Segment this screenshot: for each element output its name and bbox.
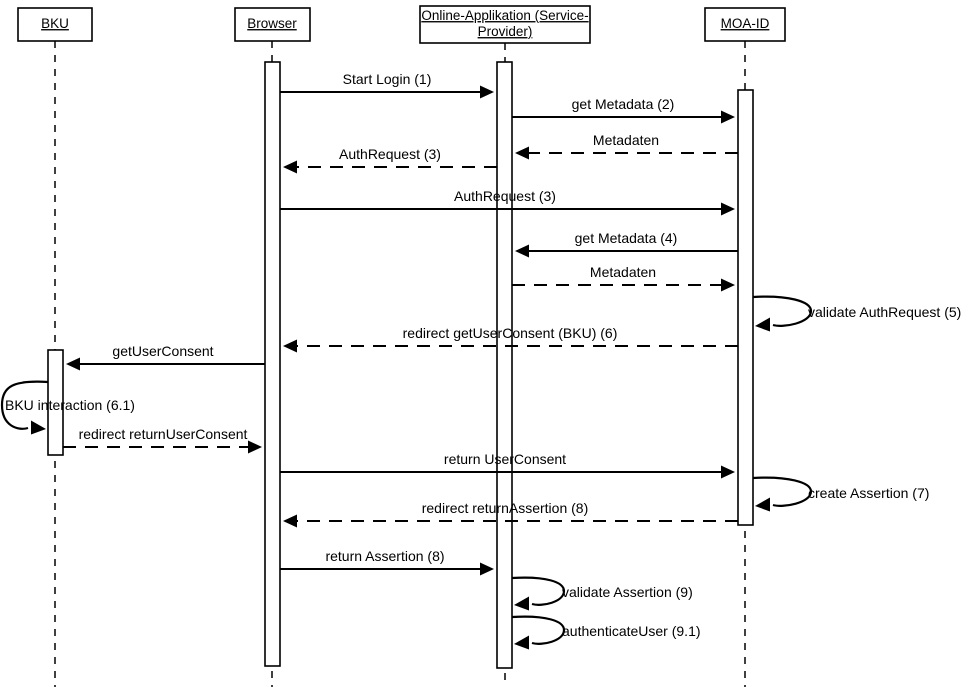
lifeline-header-moa_id[interactable]: MOA-ID — [704, 7, 786, 42]
arrow-head — [721, 202, 735, 216]
self-message-label: create Assertion (7) — [808, 485, 929, 501]
lifeline-headers-layer: BKU Browser Online-Applikation (Service-Pr… — [17, 5, 786, 44]
message-label: Metadaten — [590, 264, 656, 280]
arrow-head — [755, 317, 770, 332]
message-m6: get Metadata (4) — [515, 230, 738, 258]
message-m1: Start Login (1) — [280, 71, 494, 99]
arrow-head — [515, 244, 529, 258]
arrow-head — [66, 357, 80, 371]
message-label: AuthRequest (3) — [339, 146, 441, 162]
message-m9: getUserConsent — [66, 343, 265, 371]
self-messages-layer: validate AuthRequest (5) BKU interaction … — [0, 295, 961, 650]
message-m12: redirect returnAssertion (8) — [283, 500, 738, 528]
activation-rect — [264, 61, 281, 667]
arrow-head — [514, 635, 529, 650]
message-label: return Assertion (8) — [325, 548, 444, 564]
lifeline-header-label: MOA-ID — [721, 16, 770, 31]
activation-rect — [496, 61, 513, 669]
self-message-loop — [511, 576, 566, 606]
message-label: getUserConsent — [112, 343, 213, 359]
message-label: return UserConsent — [444, 451, 566, 467]
activation-rect — [737, 89, 754, 526]
lifeline-header-browser[interactable]: Browser — [234, 7, 311, 42]
lifeline-header-label: BKU — [41, 16, 69, 31]
message-m7: Metadaten — [512, 264, 735, 292]
self-message-s4: validate Assertion (9) — [511, 576, 693, 611]
message-label: redirect getUserConsent (BKU) (6) — [403, 325, 618, 341]
lifeline-header-box — [17, 7, 93, 42]
message-m13: return Assertion (8) — [280, 548, 494, 576]
message-m4: AuthRequest (3) — [283, 146, 497, 174]
self-message-label: BKU interaction (6.1) — [5, 397, 135, 413]
lifeline-header-box — [419, 5, 591, 44]
lifeline-header-bku[interactable]: BKU — [17, 7, 93, 42]
self-message-s1: validate AuthRequest (5) — [752, 295, 961, 332]
lifeline-header-label: Online-Applikation (Service- — [421, 8, 588, 23]
message-m3: Metadaten — [515, 132, 738, 160]
self-message-loop — [752, 476, 813, 507]
arrow-head — [283, 160, 297, 174]
self-message-s2: BKU interaction (6.1) — [0, 380, 135, 435]
message-label: AuthRequest (3) — [454, 188, 556, 204]
self-message-loop — [752, 295, 813, 327]
message-label: redirect returnAssertion (8) — [422, 500, 589, 516]
arrow-head — [721, 110, 735, 124]
message-label: Start Login (1) — [343, 71, 432, 87]
message-label: get Metadata (4) — [575, 230, 678, 246]
self-message-label: validate AuthRequest (5) — [808, 304, 961, 320]
arrow-head — [514, 596, 529, 611]
self-message-label: authenticateUser (9.1) — [562, 623, 701, 639]
arrow-head — [283, 339, 297, 353]
message-m11: return UserConsent — [280, 451, 735, 479]
lifeline-header-online_applikation[interactable]: Online-Applikation (Service-Provider) — [419, 5, 591, 44]
message-label: redirect returnUserConsent — [79, 426, 248, 442]
arrow-head — [721, 278, 735, 292]
activation-bar-bku — [47, 349, 64, 456]
arrow-head — [515, 146, 529, 160]
message-m2: get Metadata (2) — [512, 96, 735, 124]
message-m8: redirect getUserConsent (BKU) (6) — [283, 325, 738, 353]
self-message-loop — [511, 615, 566, 645]
arrow-head — [248, 440, 262, 454]
self-message-s3: create Assertion (7) — [752, 476, 929, 512]
lifeline-header-label: Browser — [247, 16, 297, 31]
self-message-loop — [0, 380, 49, 430]
lifeline-header-label: Provider) — [478, 24, 533, 39]
messages-layer: Start Login (1) get Metadata (2) Metadaten… — [63, 71, 738, 576]
activation-rect — [47, 349, 64, 456]
activation-bar-online_applikation — [496, 61, 513, 669]
arrow-head — [480, 85, 494, 99]
self-message-label: validate Assertion (9) — [562, 584, 693, 600]
arrow-head — [721, 465, 735, 479]
message-label: Metadaten — [593, 132, 659, 148]
message-m5: AuthRequest (3) — [280, 188, 735, 216]
arrow-head — [480, 562, 494, 576]
arrow-head — [755, 497, 770, 512]
message-label: get Metadata (2) — [572, 96, 675, 112]
activations-layer — [47, 61, 754, 669]
lifeline-header-box — [234, 7, 311, 42]
activation-bar-moa_id — [737, 89, 754, 526]
activation-bar-browser — [264, 61, 281, 667]
arrow-head — [31, 420, 46, 435]
message-m10: redirect returnUserConsent — [63, 426, 262, 454]
lifeline-header-box — [704, 7, 786, 42]
arrow-head — [283, 514, 297, 528]
self-message-s5: authenticateUser (9.1) — [511, 615, 701, 650]
